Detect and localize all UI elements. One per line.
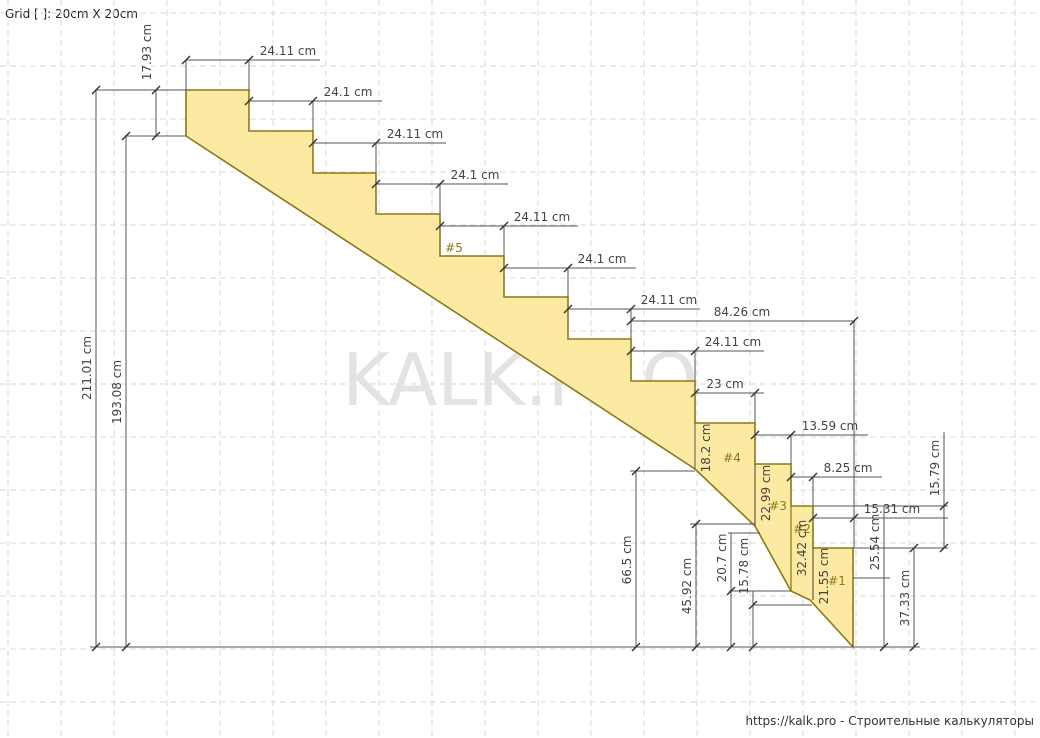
dimension-tick: [626, 304, 636, 314]
dimension-tick: [726, 642, 736, 652]
dimension-tick: [849, 316, 859, 326]
dimension-tick: [748, 642, 758, 652]
dimension-tick: [91, 85, 101, 95]
dimension-tick: [726, 586, 736, 596]
dimension-tick: [563, 304, 573, 314]
step-mark-2: #2: [793, 522, 811, 536]
dimension-tick: [435, 221, 445, 231]
dimension-tick: [244, 55, 254, 65]
height-66-5-dim: 66.5 cm: [620, 536, 634, 585]
dimension-tick: [786, 430, 796, 440]
tread-dim-1: 24.11 cm: [260, 44, 316, 58]
grid-label: Grid [ ]: 20cm X 20cm: [5, 7, 138, 21]
dimension-tick: [244, 96, 254, 106]
height-37-33-dim: 37.33 cm: [898, 570, 912, 626]
dimension-tick: [631, 642, 641, 652]
dimension-tick: [308, 96, 318, 106]
dimension-tick: [879, 642, 889, 652]
winder-dim-1: 13.59 cm: [802, 419, 858, 433]
dimension-tick: [121, 131, 131, 141]
dimension-tick: [690, 388, 700, 398]
winder-dim-3: 15.31 cm: [864, 502, 920, 516]
tread-dim-9: 23 cm: [706, 377, 743, 391]
dimension-tick: [371, 138, 381, 148]
dimension-tick: [808, 513, 818, 523]
height-21-55-dim: 21.55 cm: [817, 548, 831, 604]
dimension-ticks: [91, 55, 949, 652]
dimension-tick: [849, 513, 859, 523]
tread-dim-2: 24.1 cm: [324, 85, 373, 99]
dimension-tick: [626, 346, 636, 356]
dimension-lines: 24.11 cm 24.1 cm 24.11 cm 24.1 cm 24.11 …: [80, 24, 949, 652]
dimension-tick: [435, 179, 445, 189]
top-riser-dim: 17.93 cm: [140, 24, 154, 80]
height-20-7-dim: 20.7 cm: [715, 534, 729, 583]
tread-dim-5: 24.11 cm: [514, 210, 570, 224]
height-32-42-dim: 32.42 cm: [795, 520, 809, 576]
tread-dim-3: 24.11 cm: [387, 127, 443, 141]
dimension-tick: [308, 138, 318, 148]
step-mark-1: #1: [828, 574, 846, 588]
tread-dim-8: 24.11 cm: [705, 335, 761, 349]
dimension-tick: [499, 221, 509, 231]
dimension-tick: [631, 466, 641, 476]
tread-dim-7: 24.11 cm: [641, 293, 697, 307]
dimension-tick: [909, 642, 919, 652]
dimension-tick: [626, 316, 636, 326]
dimension-tick: [750, 430, 760, 440]
footer-credit: https://kalk.pro - Строительные калькуля…: [745, 714, 1034, 728]
dimension-tick: [151, 131, 161, 141]
total-height-dim: 211.01 cm: [80, 336, 94, 400]
winder-dim-2: 8.25 cm: [824, 461, 873, 475]
dimension-tick: [939, 543, 949, 553]
dimension-tick: [499, 263, 509, 273]
dimension-tick: [748, 600, 758, 610]
height-22-99-dim: 22.99 cm: [759, 465, 773, 521]
dimension-tick: [121, 642, 131, 652]
dimension-tick: [939, 501, 949, 511]
dimension-tick: [808, 472, 818, 482]
tread-dim-4: 24.1 cm: [451, 168, 500, 182]
dimension-tick: [786, 472, 796, 482]
height-15-78-dim: 15.78 cm: [737, 538, 751, 594]
tread-dim-6: 24.1 cm: [578, 252, 627, 266]
step-mark-4: #4: [723, 451, 741, 465]
step-mark-5: #5: [445, 241, 463, 255]
dimension-tick: [91, 642, 101, 652]
height-15-79-dim: 15.79 cm: [928, 440, 942, 496]
dimension-tick: [151, 85, 161, 95]
dimension-tick: [690, 346, 700, 356]
height-45-92-dim: 45.92 cm: [680, 558, 694, 614]
dimension-tick: [909, 543, 919, 553]
dimension-tick: [691, 519, 701, 529]
stringer-height-dim: 193.08 cm: [110, 360, 124, 424]
dimension-tick: [371, 179, 381, 189]
dimension-tick: [563, 263, 573, 273]
dimension-tick: [691, 642, 701, 652]
dimension-tick: [181, 55, 191, 65]
step-mark-3: #3: [769, 499, 787, 513]
height-25-54-dim: 25.54 cm: [868, 514, 882, 570]
height-18-2-dim: 18.2 cm: [699, 424, 713, 473]
total-run-dim: 84.26 cm: [714, 305, 770, 319]
dimension-tick: [750, 388, 760, 398]
